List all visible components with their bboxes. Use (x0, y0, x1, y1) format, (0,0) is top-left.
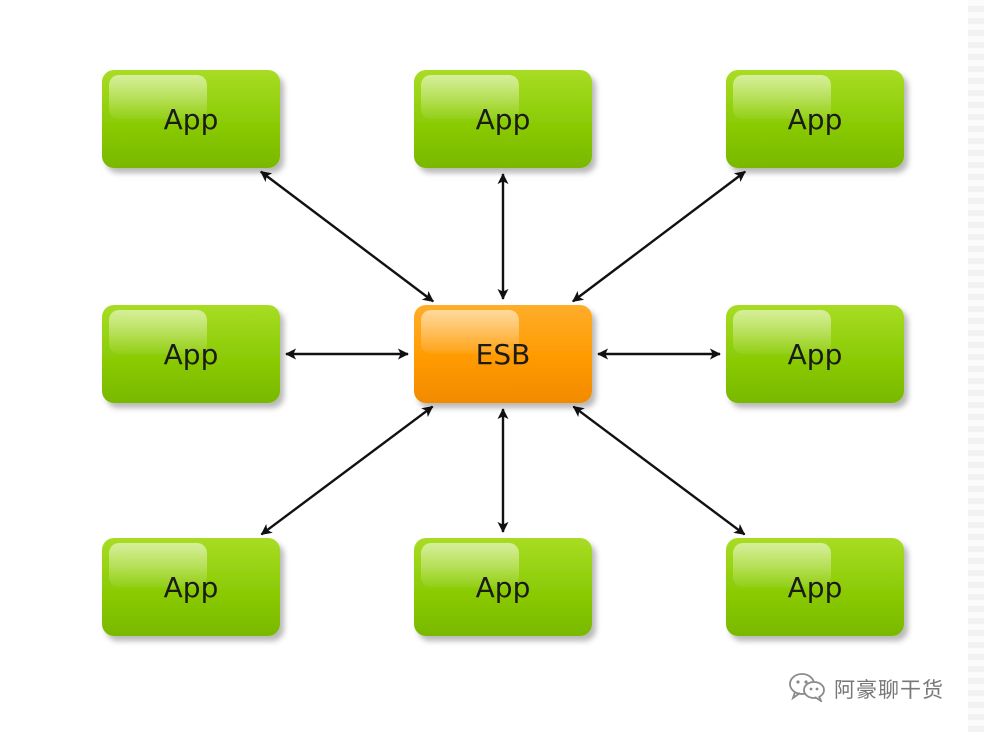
node-app-middle-right: App (726, 305, 904, 403)
node-esb-hub-label: ESB (476, 338, 531, 371)
edge-esb-app-bottom-left (260, 405, 434, 536)
node-esb-hub: ESB (414, 305, 592, 403)
node-app-middle-right-label: App (788, 338, 843, 371)
node-app-bottom-left: App (102, 538, 280, 636)
node-app-top-left: App (102, 70, 280, 168)
watermark-text: 阿豪聊干货 (834, 678, 944, 702)
node-app-bottom-center: App (414, 538, 592, 636)
node-app-top-right-label: App (788, 103, 843, 136)
node-app-middle-left-gloss (109, 310, 207, 354)
node-app-bottom-right-label: App (788, 571, 843, 604)
node-app-middle-left-label: App (164, 338, 219, 371)
wechat-icon (788, 672, 826, 706)
node-app-bottom-right-gloss (733, 543, 831, 587)
node-esb-hub-gloss (421, 310, 519, 354)
node-app-top-right: App (726, 70, 904, 168)
edge-esb-app-bottom-right (572, 405, 746, 536)
node-app-middle-left: App (102, 305, 280, 403)
edge-esb-app-top-left (260, 170, 434, 303)
node-app-top-right-gloss (733, 75, 831, 119)
node-app-top-center: App (414, 70, 592, 168)
node-app-bottom-right: App (726, 538, 904, 636)
node-app-bottom-center-gloss (421, 543, 519, 587)
edges-layer (260, 170, 746, 536)
node-app-top-center-label: App (476, 103, 531, 136)
page-edge-strip (968, 0, 984, 732)
watermark: 阿豪聊干货 (788, 672, 944, 706)
node-app-bottom-left-gloss (109, 543, 207, 587)
node-app-middle-right-gloss (733, 310, 831, 354)
node-app-bottom-left-label: App (164, 571, 219, 604)
node-app-top-center-gloss (421, 75, 519, 119)
node-app-bottom-center-label: App (476, 571, 531, 604)
node-app-top-left-gloss (109, 75, 207, 119)
node-app-top-left-label: App (164, 103, 219, 136)
edge-esb-app-top-right (572, 170, 746, 303)
